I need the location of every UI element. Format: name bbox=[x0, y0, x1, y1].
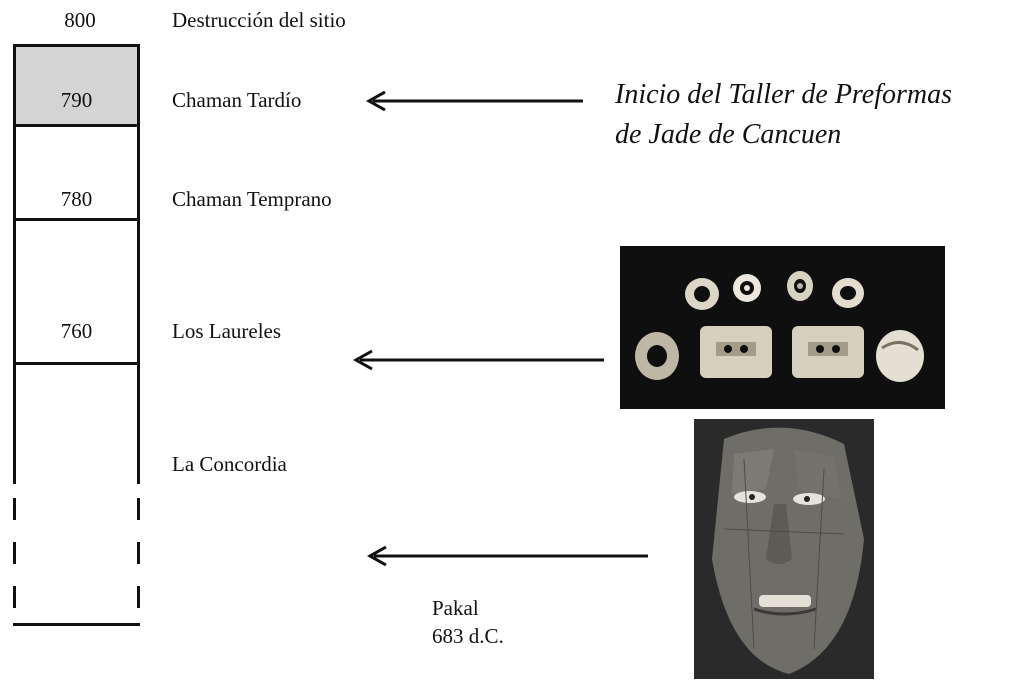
dash-right-2 bbox=[137, 542, 140, 564]
column-bottom-border bbox=[13, 623, 140, 626]
column-left-border bbox=[13, 44, 16, 484]
dash-right-1 bbox=[137, 498, 140, 520]
arrow-to-los-laureles bbox=[352, 349, 604, 371]
dash-left-1 bbox=[13, 498, 16, 520]
year-760: 760 bbox=[60, 319, 93, 343]
taller-annotation-line2: de Jade de Cancuen bbox=[615, 119, 842, 150]
year-780: 780 bbox=[60, 187, 93, 211]
dash-left-3 bbox=[13, 586, 16, 608]
year-790: 790 bbox=[60, 88, 93, 112]
arrow-to-chaman-tardio bbox=[365, 90, 583, 112]
year-800: 800 bbox=[64, 8, 96, 32]
divider-760-concordia bbox=[13, 362, 140, 365]
jade-ornaments-image bbox=[620, 246, 945, 409]
column-right-border bbox=[137, 44, 140, 484]
dash-left-2 bbox=[13, 542, 16, 564]
pakal-date: 683 d.C. bbox=[432, 624, 504, 648]
divider-780-760 bbox=[13, 218, 140, 221]
divider-790-780 bbox=[13, 124, 140, 127]
taller-annotation-line1: Inicio del Taller de Preformas bbox=[615, 79, 953, 110]
arrow-to-la-concordia bbox=[366, 545, 648, 567]
phase-chaman-temprano: Chaman Temprano bbox=[172, 187, 332, 211]
phase-los-laureles: Los Laureles bbox=[172, 319, 282, 343]
column-top-border bbox=[13, 44, 140, 47]
phase-chaman-tardio: Chaman Tardío bbox=[172, 88, 302, 112]
phase-la-concordia: La Concordia bbox=[172, 452, 287, 476]
pakal-mask-image bbox=[694, 419, 874, 679]
pakal-name: Pakal bbox=[432, 596, 479, 620]
jade-ornaments-photo bbox=[620, 246, 945, 409]
pakal-mask-photo bbox=[694, 419, 874, 679]
highlight-cell-790 bbox=[14, 46, 139, 124]
phase-destruccion: Destrucción del sitio bbox=[172, 8, 346, 32]
dash-right-3 bbox=[137, 586, 140, 608]
